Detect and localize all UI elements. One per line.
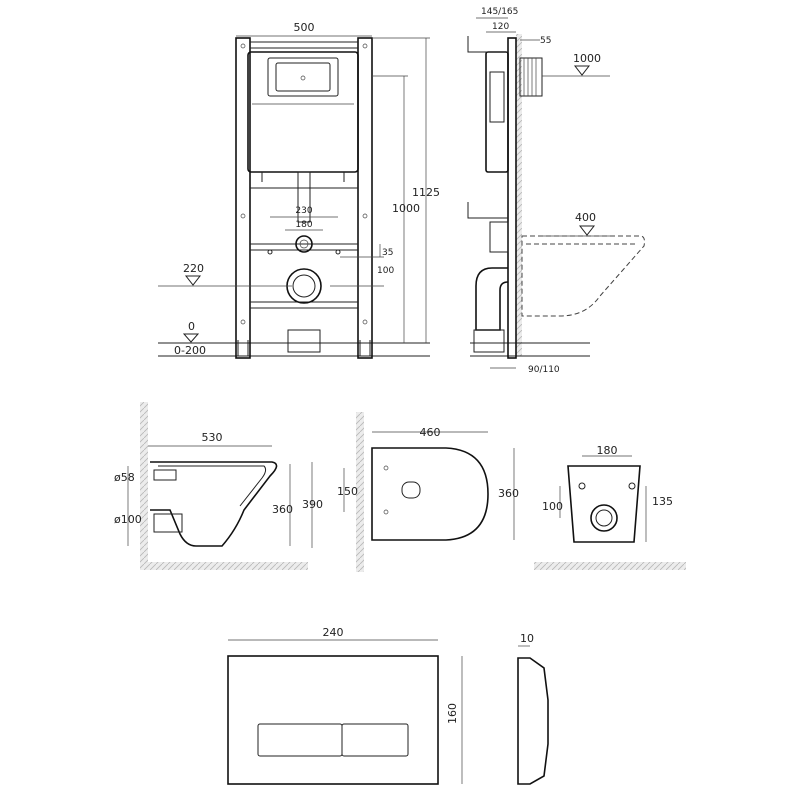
cistern-inspection-cover [275,62,331,92]
bowl-outlet [153,513,183,533]
flush-pipe-outlet [295,235,313,253]
rear-outlet-height-label: 100 [542,500,563,513]
frame-left-post [235,37,251,359]
water-height-label: 1000 [573,52,601,65]
flush-plate-depth-label: 10 [520,632,534,645]
flush-plate-side [517,657,549,785]
water-inlet-fitting [519,57,543,97]
rear-bolt-right [628,482,636,490]
dim-pipe-depth-label: 55 [540,36,551,46]
wall-bracket-lower [467,202,508,219]
bowl-side-profile [150,461,278,547]
rear-bolt-left [578,482,586,490]
bowl-rear-outline [567,465,641,543]
cistern-flush-opening [267,57,339,97]
flush-pipe [297,171,311,223]
floor-range-label: 0-200 [174,344,206,357]
frame-right-post [357,37,373,359]
bowl-height-inner-label: 360 [272,503,293,516]
cistern-body [247,51,359,173]
flush-pipe-side [489,221,509,253]
bowl-top-width-label: 360 [498,487,519,500]
flush-plate-width-label: 240 [323,626,344,639]
bowl-inlet [153,469,177,481]
dim-height-top-label: 1000 [392,202,420,215]
dim-100-label: 100 [377,266,394,276]
bowl-height-label: 400 [575,211,596,224]
drain-pipe [287,329,321,353]
dim-35-label: 35 [382,248,393,258]
cistern-brackets [261,172,345,182]
bowl-outline-dashed [521,235,645,317]
bowl-top-view: 460 150 360 [337,412,519,572]
bowl-height-marker [578,225,596,236]
flush-plate-view: 240 160 10 [227,626,549,785]
bowl-top-flush-hole [401,481,421,499]
dim-width-label: 500 [294,21,315,34]
flush-button-large [341,723,409,757]
bowl-inlet-dia-label: ø58 [114,471,135,484]
drain-bend [475,267,509,331]
flush-plate-height-label: 160 [446,703,459,724]
drain-outlet [286,268,322,304]
level-drain-label: 220 [183,262,204,275]
dim-height-total-label: 1125 [412,186,440,199]
base-offset-label: 90/110 [528,365,560,375]
frame-side-post [507,37,517,359]
bowl-top-outline [371,447,489,541]
rear-bolt-height-label: 135 [652,495,673,508]
flush-button-small [257,723,343,757]
mounting-bolt-right [335,249,341,255]
dim-depth-mid-label: 120 [492,22,509,32]
wall-bracket-upper [467,36,508,53]
mounting-bolt-left [267,249,273,255]
bowl-length-label: 530 [202,431,223,444]
rear-outlet [590,504,618,532]
bowl-top-bolt-spacing-label: 150 [337,485,358,498]
bowl-top-length-label: 460 [420,426,441,439]
flush-plate-front [227,655,439,785]
bowl-rear-view: 180 100 135 [534,444,686,570]
drain-pipe-side [473,329,505,353]
wall-section [516,34,522,356]
level-marker-floor [182,333,200,343]
bowl-side-view: 530 ø58 ø100 360 390 [114,402,323,570]
level-marker-drain [184,275,202,286]
frame-side-view: 145/165 120 55 1000 400 90/110 [467,7,645,375]
rear-bolt-spacing-label: 180 [597,444,618,457]
frame-legs [237,340,371,356]
bowl-height-outer-label: 390 [302,498,323,511]
level-floor-label: 0 [188,320,195,333]
dim-depth-range-label: 145/165 [481,7,518,17]
dim-inlet-spacing-label: 180 [295,220,312,230]
frame-front-view: 500 230 180 35 100 1000 1125 220 0 0-200 [158,21,440,359]
cistern-side [485,51,509,173]
dim-bolt-spacing-label: 230 [295,206,312,216]
water-level-marker [573,65,591,76]
